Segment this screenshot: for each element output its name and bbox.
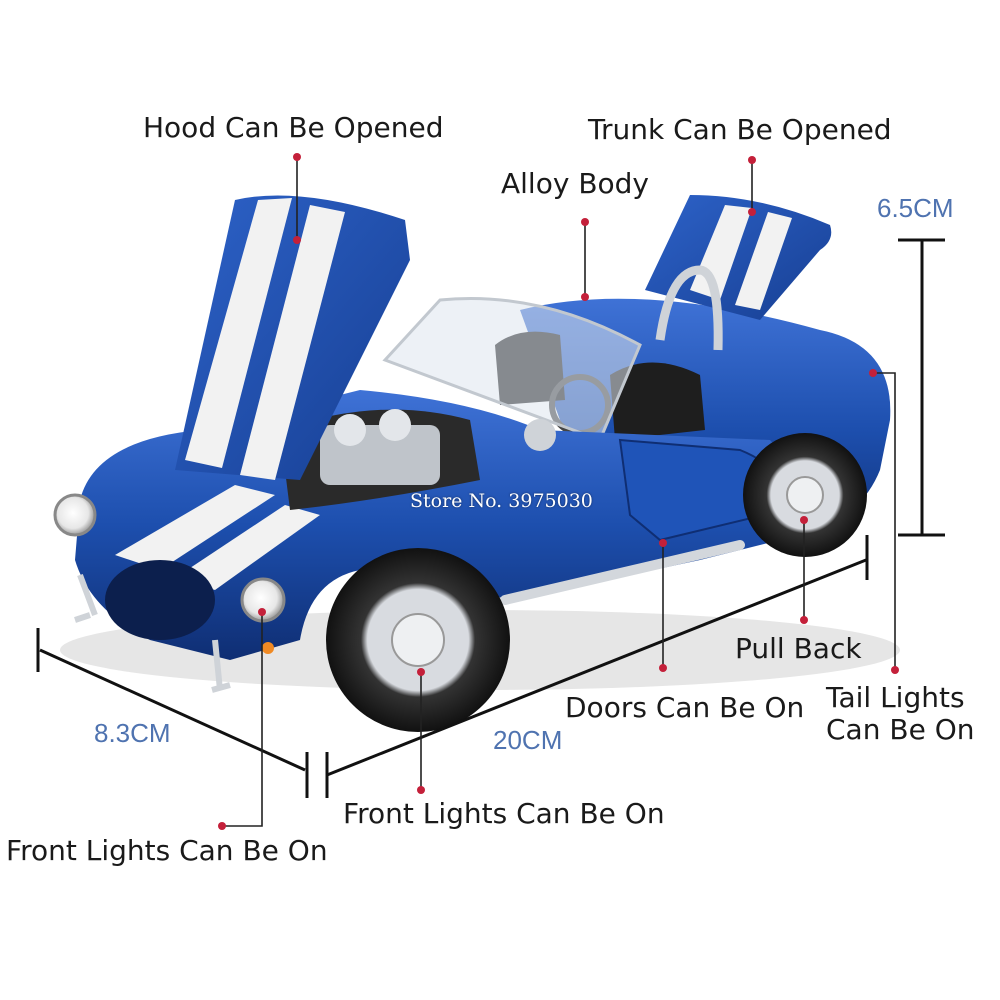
- callout-dots: [218, 153, 899, 830]
- label-trunk: Trunk Can Be Opened: [588, 113, 892, 146]
- pull-back-dot: [800, 516, 808, 524]
- side-mirror: [524, 419, 556, 451]
- indicator-light: [262, 642, 274, 654]
- front-left-leader: [222, 612, 263, 827]
- alloy-dot-top: [581, 218, 589, 226]
- bumper-right: [211, 639, 231, 693]
- tail-dot: [869, 369, 877, 377]
- rear-hub: [786, 476, 824, 514]
- label-pull-back: Pull Back: [735, 632, 862, 665]
- trunk-stripe-2: [735, 212, 792, 310]
- front-light-left: [53, 493, 97, 537]
- tail-leader: [873, 372, 896, 670]
- front-light-right: [240, 577, 286, 623]
- label-doors: Doors Can Be On: [565, 691, 805, 724]
- dimension-length: 20CM: [493, 725, 563, 755]
- front-hub: [391, 613, 445, 667]
- front-center-dot-bottom: [417, 786, 425, 794]
- dimension-height: 6.5CM: [877, 193, 954, 223]
- pull-back-dot-bottom: [800, 616, 808, 624]
- hood-stripe-2: [240, 205, 345, 480]
- front-center-dot: [417, 668, 425, 676]
- label-alloy-body: Alloy Body: [501, 167, 649, 200]
- bumper-left: [74, 573, 98, 623]
- label-front-lights-center: Front Lights Can Be On: [343, 797, 665, 830]
- air-filter-1: [334, 414, 366, 446]
- front-left-dot: [258, 608, 266, 616]
- dimension-width: 8.3CM: [94, 718, 171, 748]
- roll-bar: [655, 265, 723, 351]
- doors-dot-bottom: [659, 664, 667, 672]
- side-pipe: [500, 540, 745, 605]
- doors-dot: [659, 539, 667, 547]
- alloy-dot: [581, 293, 589, 301]
- trunk-dot: [748, 208, 756, 216]
- dimension-lines: [36, 238, 945, 798]
- tail-dot-bottom: [891, 666, 899, 674]
- nose-stripe-1: [115, 485, 275, 570]
- trunk-dot-top: [748, 156, 756, 164]
- nose-stripe-2: [175, 505, 320, 590]
- windshield: [382, 296, 642, 442]
- label-front-lights-left: Front Lights Can Be On: [6, 834, 328, 867]
- seat-right: [610, 362, 705, 440]
- hood-dot-top: [293, 153, 301, 161]
- store-watermark: Store No. 3975030: [410, 490, 593, 512]
- air-filter-2: [379, 409, 411, 441]
- width-line: [39, 648, 306, 772]
- grille: [105, 560, 215, 640]
- hood-dot: [293, 236, 301, 244]
- label-tail-lights: Tail Lights Can Be On: [826, 681, 975, 746]
- length-line: [326, 558, 867, 777]
- hood-stripe-1: [185, 198, 292, 468]
- front-left-dot-end: [218, 822, 226, 830]
- label-hood: Hood Can Be Opened: [143, 111, 444, 144]
- callout-lines: [222, 157, 896, 827]
